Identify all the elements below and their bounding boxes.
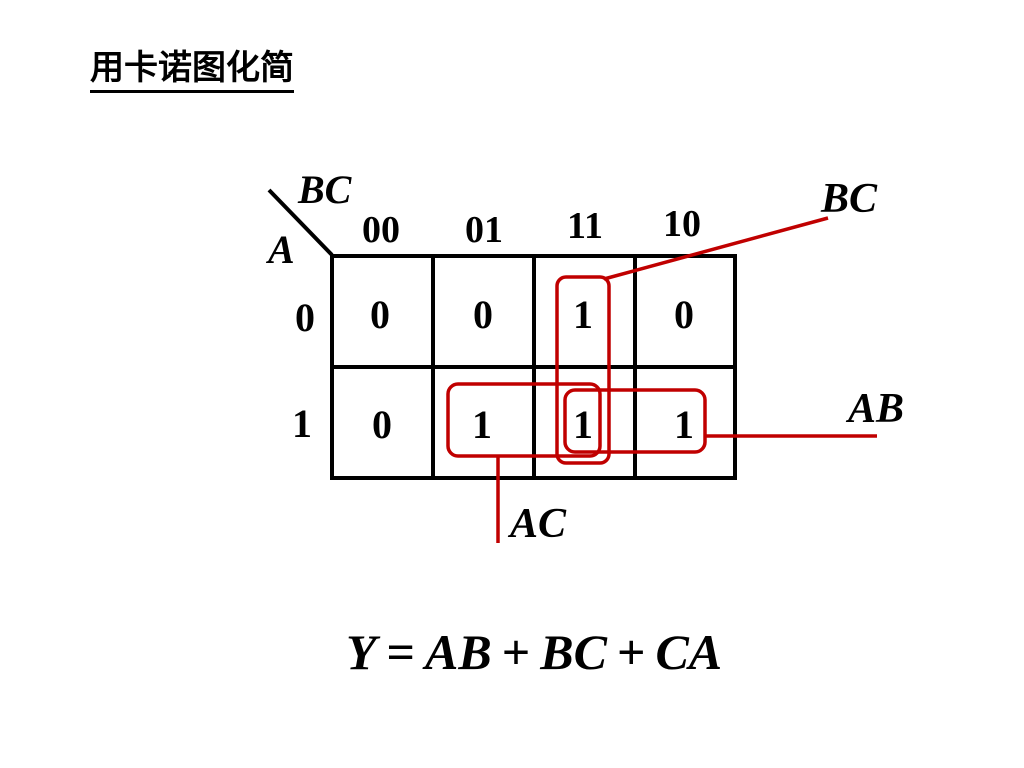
row-header-1: 1 bbox=[292, 401, 312, 446]
cell-r1-c2: 1 bbox=[573, 402, 593, 447]
group-loop-ab bbox=[563, 388, 707, 454]
group-label-ac: AC bbox=[507, 501, 567, 547]
column-header-11: 11 bbox=[567, 205, 603, 247]
corner-diagonal-line bbox=[267, 188, 334, 257]
equation-lhs: Y bbox=[346, 624, 377, 680]
group-loop-ac bbox=[446, 382, 602, 458]
group-loop-bc bbox=[555, 275, 611, 465]
group-label-bc: BC bbox=[820, 176, 878, 222]
row-variable-label: A bbox=[265, 227, 295, 272]
term-ca: CA bbox=[655, 624, 723, 680]
result-equation: Y=AB+BC+CA bbox=[346, 622, 722, 682]
cell-r0-c2: 1 bbox=[573, 292, 593, 337]
leader-line-bc bbox=[603, 216, 829, 281]
cell-r1-c3: 1 bbox=[674, 402, 694, 447]
column-header-00: 00 bbox=[362, 209, 400, 251]
cell-r0-c0: 0 bbox=[370, 292, 390, 337]
cell-r0-c3: 0 bbox=[674, 292, 694, 337]
group-label-ab: AB bbox=[845, 386, 904, 432]
group-loops bbox=[446, 216, 877, 543]
row-header-0: 0 bbox=[295, 295, 315, 340]
column-header-10: 10 bbox=[663, 203, 701, 245]
cell-r0-c1: 0 bbox=[473, 292, 493, 337]
term-ab: AB bbox=[425, 624, 492, 680]
cell-r1-c0: 0 bbox=[372, 402, 392, 447]
plus-sign-2: + bbox=[616, 624, 646, 680]
cell-r1-c1: 1 bbox=[472, 402, 492, 447]
column-header-01: 01 bbox=[465, 209, 503, 251]
column-variable-label: BC bbox=[297, 167, 353, 212]
term-bc: BC bbox=[540, 624, 607, 680]
plus-sign-1: + bbox=[501, 624, 531, 680]
kmap-grid bbox=[330, 254, 737, 480]
page-title: 用卡诺图化简 bbox=[90, 48, 294, 93]
equals-sign: = bbox=[386, 624, 416, 680]
